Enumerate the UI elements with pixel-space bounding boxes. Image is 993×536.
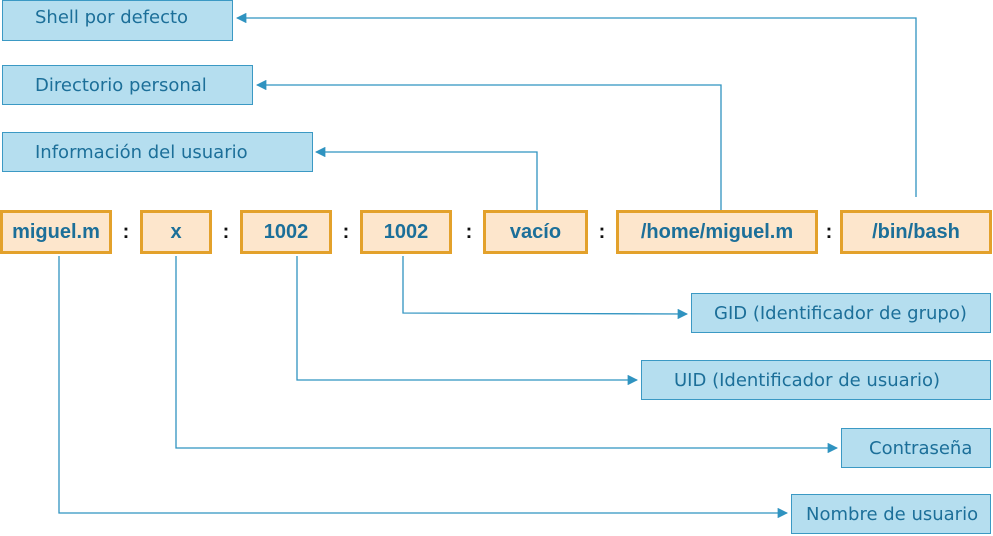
label-password: Contraseña: [841, 428, 991, 468]
label-info: Información del usuario: [2, 132, 313, 172]
connector-username: [58, 256, 789, 519]
separator-colon: :: [122, 221, 130, 243]
connector-password: [175, 256, 839, 454]
label-home: Directorio personal: [2, 65, 253, 105]
connector-uid: [296, 256, 639, 386]
separator-colon: :: [825, 221, 833, 243]
separator-colon: :: [465, 221, 473, 243]
connector-gid: [402, 256, 689, 320]
field-password: x: [140, 210, 212, 254]
label-uid: UID (Identificador de usuario): [641, 360, 991, 400]
field-shell: /bin/bash: [840, 210, 992, 254]
separator-colon: :: [222, 221, 230, 243]
field-uid: 1002: [240, 210, 332, 254]
label-shell: Shell por defecto: [2, 0, 233, 41]
connector-shell: [235, 12, 917, 197]
field-home: /home/miguel.m: [616, 210, 818, 254]
field-info: vacío: [483, 210, 588, 254]
connector-info: [314, 146, 538, 210]
field-username: miguel.m: [0, 210, 112, 254]
connector-home: [255, 79, 722, 210]
separator-colon: :: [598, 221, 606, 243]
label-username: Nombre de usuario: [791, 494, 991, 534]
separator-colon: :: [342, 221, 350, 243]
label-gid: GID (Identificador de grupo): [691, 293, 991, 333]
field-gid: 1002: [360, 210, 452, 254]
